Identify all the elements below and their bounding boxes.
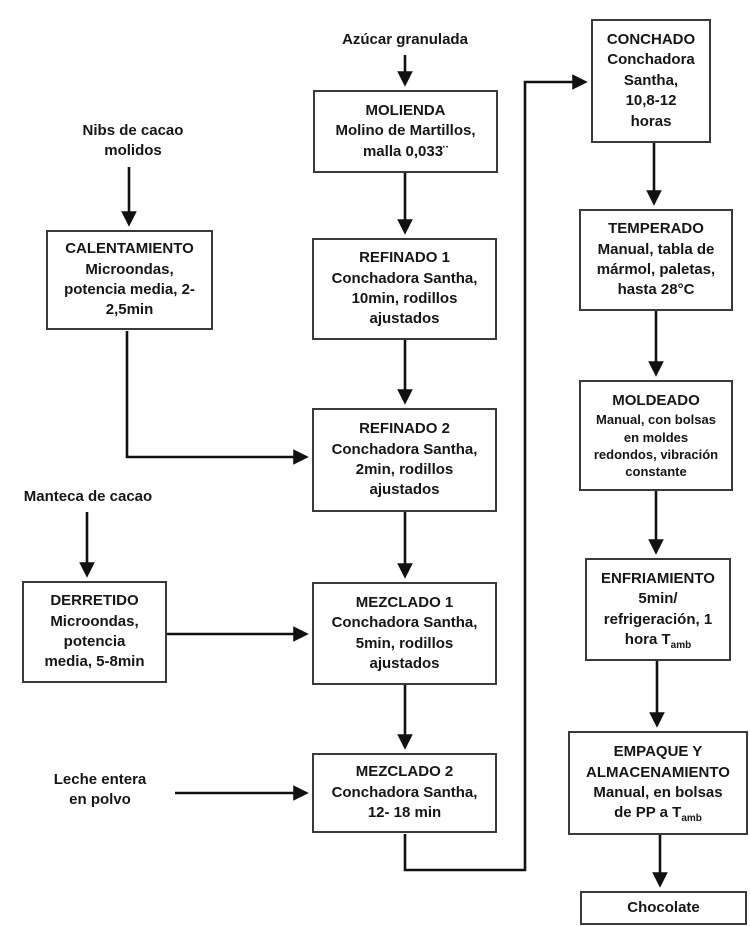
node-enfriamiento: ENFRIAMIENTO 5min/ refrigeración, 1 hora… [585, 558, 731, 661]
label-nibs-de-cacao: Nibs de cacao molidos [82, 122, 184, 160]
node-chocolate: Chocolate [580, 891, 747, 925]
subscript-amb: amb [681, 813, 702, 825]
node-derretido: DERRETIDO Microondas, potencia media, 5-… [22, 581, 167, 683]
node-mezclado-1: MEZCLADO 1 Conchadora Santha, 5min, rodi… [312, 582, 497, 685]
label-leche-entera: Leche entera en polvo [53, 771, 147, 809]
label-manteca-de-cacao: Manteca de cacao [23, 488, 153, 505]
node-temperado: TEMPERADO Manual, tabla de mármol, palet… [579, 209, 733, 311]
label-azucar-granulada: Azúcar granulada [342, 31, 468, 48]
node-calentamiento: CALENTAMIENTO Microondas, potencia media… [46, 230, 213, 330]
node-refinado-2: REFINADO 2 Conchadora Santha, 2min, rodi… [312, 408, 497, 512]
arrow-calentamiento-to-refinado2 [125, 331, 309, 465]
node-conchado: CONCHADO Conchadora Santha, 10,8-12 hora… [591, 19, 711, 143]
node-empaque-almacenamiento: EMPAQUE Y ALMACENAMIENTO Manual, en bols… [568, 731, 748, 835]
node-moldeado: MOLDEADO Manual, con bolsas en moldes re… [579, 380, 733, 491]
subscript-amb: amb [670, 639, 692, 651]
node-molienda: MOLIENDA Molino de Martillos, malla 0,03… [313, 90, 498, 173]
node-refinado-1: REFINADO 1 Conchadora Santha, 10min, rod… [312, 238, 497, 340]
node-mezclado-2: MEZCLADO 2 Conchadora Santha, 12- 18 min [312, 753, 497, 833]
